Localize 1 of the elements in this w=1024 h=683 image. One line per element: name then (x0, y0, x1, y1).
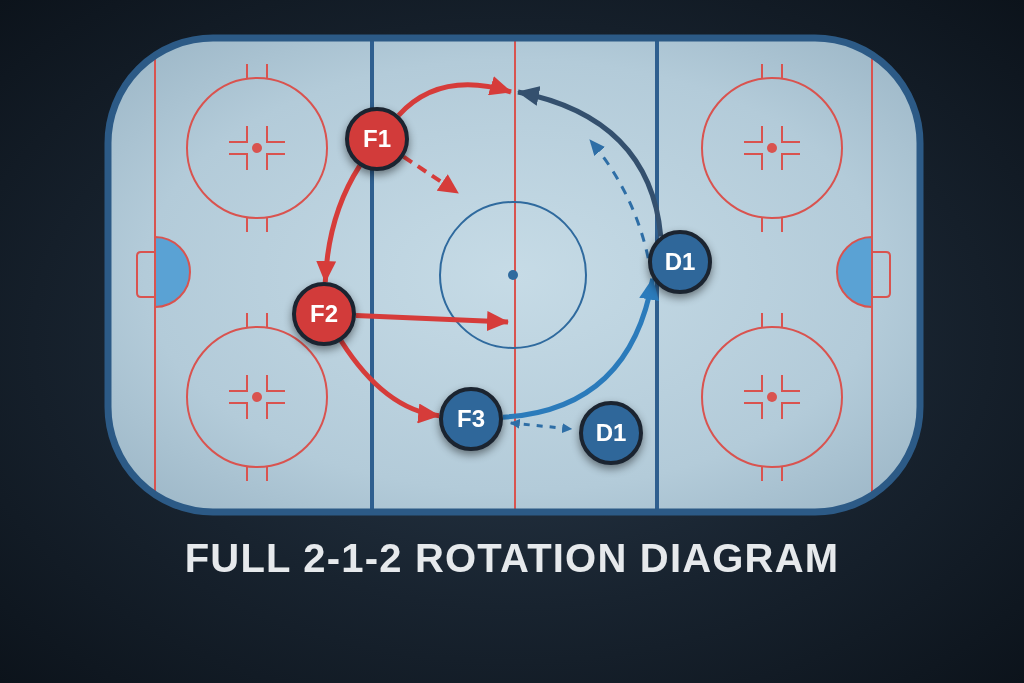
diagram-title: FULL 2-1-2 ROTATION DIAGRAM (184, 536, 840, 580)
